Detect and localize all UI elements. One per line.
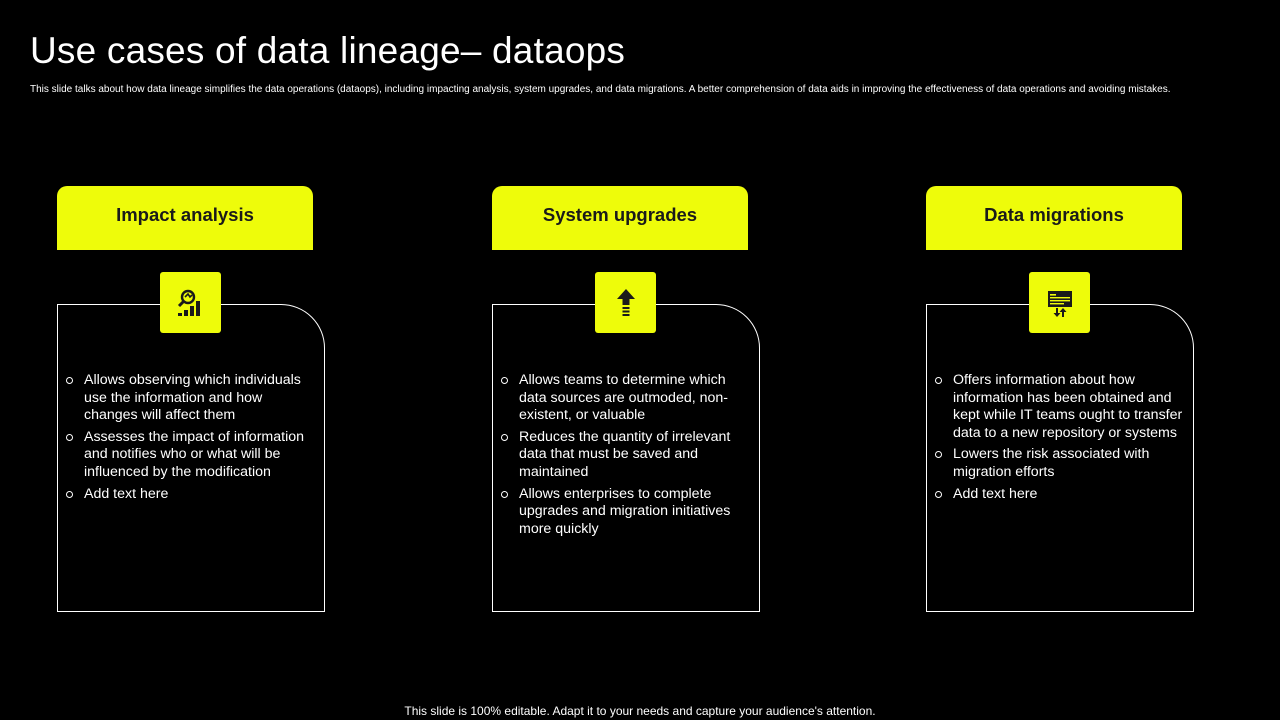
list-item-text: Add text here [84,485,169,502]
use-case-card: Offers information about how information… [926,304,1194,612]
footer-note: This slide is 100% editable. Adapt it to… [404,704,876,718]
list-item: Lowers the risk associated with migratio… [935,446,1185,481]
use-case-tab: Data migrations [926,186,1182,250]
list-item: Add text here [66,486,316,504]
bullet-circle-icon [935,451,942,459]
list-item: Assesses the impact of information and n… [66,429,316,482]
use-case-points: Allows observing which individuals use t… [66,372,316,507]
list-item: Allows teams to determine which data sou… [501,372,751,425]
bullet-circle-icon [501,377,508,384]
use-case-tab: System upgrades [492,186,748,250]
list-item: Offers information about how information… [935,372,1185,442]
use-case-heading: Data migrations [984,204,1124,225]
list-item: Add text here [935,486,1185,504]
list-item-text: Allows teams to determine which data sou… [519,372,729,424]
data-transfer-icon [1029,272,1090,333]
list-item-text: Add text here [953,485,1038,502]
use-case-system-upgrades: System upgrades Allows teams to determin… [492,186,760,612]
bullet-circle-icon [501,490,508,498]
use-case-points: Offers information about how information… [935,372,1185,507]
list-item: Reduces the quantity of irrelevant data … [501,429,751,482]
use-case-card: Allows observing which individuals use t… [57,304,325,612]
use-case-heading: Impact analysis [116,204,254,225]
use-case-points: Allows teams to determine which data sou… [501,372,751,542]
page-title: Use cases of data lineage– dataops [30,30,626,71]
bullet-circle-icon [501,433,508,441]
bullet-circle-icon [66,433,73,441]
use-case-impact-analysis: Impact analysis Allows observing which i… [57,186,325,612]
bullet-circle-icon [935,377,942,384]
bullet-circle-icon [66,490,73,498]
use-case-tab: Impact analysis [57,186,313,250]
list-item: Allows enterprises to complete upgrades … [501,486,751,539]
list-item-text: Offers information about how information… [953,372,1183,441]
bullet-circle-icon [935,490,942,498]
use-case-heading: System upgrades [542,204,698,225]
list-item-text: Reduces the quantity of irrelevant data … [519,428,731,480]
page-subtitle: This slide talks about how data lineage … [30,84,1171,95]
list-item: Allows observing which individuals use t… [66,372,316,425]
analytics-chart-icon [160,272,221,333]
bullet-circle-icon [66,377,73,384]
list-item-text: Lowers the risk associated with migratio… [953,446,1150,480]
list-item-text: Allows observing which individuals use t… [84,372,301,424]
use-case-data-migrations: Data migrations Offers information about… [926,186,1194,612]
upgrade-arrow-icon [595,272,656,333]
use-case-card: Allows teams to determine which data sou… [492,304,760,612]
list-item-text: Allows enterprises to complete upgrades … [519,485,731,537]
list-item-text: Assesses the impact of information and n… [84,428,305,480]
